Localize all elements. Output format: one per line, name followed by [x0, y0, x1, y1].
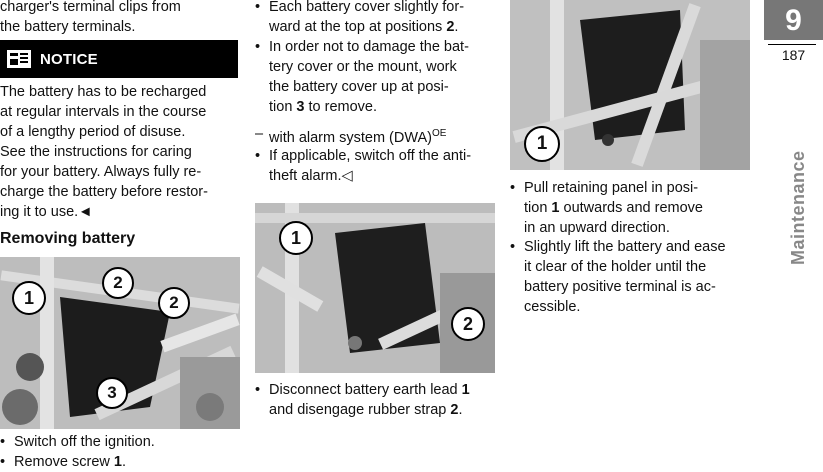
notice-label: NOTICE: [40, 50, 98, 68]
notice-text: The battery has to be recharged at regul…: [0, 82, 245, 222]
text-part: with alarm system (DWA): [269, 129, 432, 146]
callout-1: 1: [279, 221, 313, 255]
notice-line: of a lengthy period of disuse.: [0, 124, 186, 140]
battery-photo-2: 1 2: [255, 203, 495, 373]
step-anti-theft: If applicable, switch off the anti- thef…: [255, 146, 514, 186]
callout-1: 1: [524, 126, 560, 162]
notice-banner: NOTICE: [0, 40, 238, 78]
text-part: .: [122, 454, 127, 470]
text-line: the battery cover up at posi-: [269, 79, 449, 95]
notice-book-icon: [7, 50, 31, 68]
divider: [768, 44, 816, 45]
superscript: OE: [432, 128, 447, 139]
text-line: in an upward direction.: [524, 220, 670, 236]
text-part: Disconnect battery earth lead: [269, 382, 462, 398]
text-line: Each battery cover slightly for-: [269, 0, 465, 15]
notice-line: charge the battery before restor-: [0, 184, 208, 200]
text-part: tion: [524, 200, 552, 216]
section-heading: Removing battery: [0, 230, 136, 247]
step-switch-off: Switch off the ignition.: [0, 432, 254, 452]
ref-number: 2: [450, 402, 459, 418]
text-line: Pull retaining panel in posi-: [524, 180, 699, 196]
text-part: ward at the top at positions: [269, 19, 447, 35]
chapter-number: 9: [785, 4, 802, 37]
text-line: theft alarm.◁: [269, 168, 353, 184]
battery-photo-3: 1: [510, 0, 750, 170]
callout-2: 2: [451, 307, 485, 341]
callout-1: 1: [12, 281, 46, 315]
step-lift-battery: Slightly lift the battery and ease it cl…: [510, 237, 769, 317]
text-part: tion: [269, 99, 297, 115]
text-line: In order not to damage the bat-: [269, 39, 469, 55]
step-cover-forward: Each battery cover slightly for- ward at…: [255, 0, 514, 37]
text-line: cessible.: [524, 299, 581, 315]
notice-line: for your battery. Always fully re-: [0, 164, 202, 180]
ref-number: 1: [461, 382, 470, 398]
text-line: battery positive terminal is ac-: [524, 279, 716, 295]
chapter-tab: [764, 0, 823, 40]
notice-line: The battery has to be recharged: [0, 84, 207, 100]
step-pull-panel: Pull retaining panel in posi- tion 1 out…: [510, 178, 769, 238]
text-line: it clear of the holder until the: [524, 259, 707, 275]
text-part: to remove.: [304, 99, 378, 115]
callout-3: 3: [96, 377, 128, 409]
text-line: the battery terminals.: [0, 19, 136, 35]
step-work-cover-up: In order not to damage the bat- tery cov…: [255, 37, 514, 117]
callout-2: 2: [102, 267, 134, 299]
text-part: .: [458, 402, 463, 418]
ref-number: 1: [113, 454, 122, 470]
step-remove-screw: Remove screw 1.: [0, 452, 254, 472]
callout-2: 2: [158, 287, 190, 319]
text-line: charger's terminal clips from: [0, 0, 181, 15]
section-side-label: Maintenance: [788, 150, 808, 265]
step-disconnect-earth: Disconnect battery earth lead 1 and dise…: [255, 380, 514, 420]
notice-line: See the instructions for caring: [0, 144, 192, 160]
text-part: .: [454, 19, 459, 35]
intro-text: charger's terminal clips from the batter…: [0, 0, 240, 37]
text-part: Remove screw: [14, 454, 114, 470]
dwa-condition: with alarm system (DWA)OE: [255, 124, 514, 148]
text-part: outwards and remove: [559, 200, 703, 216]
ref-number: 1: [551, 200, 560, 216]
text-line: If applicable, switch off the anti-: [269, 148, 472, 164]
ref-number: 2: [446, 19, 455, 35]
text-line: tery cover or the mount, work: [269, 59, 457, 75]
battery-photo-1: 1 2 2 3: [0, 257, 240, 429]
ref-number: 3: [296, 99, 305, 115]
text-line: Slightly lift the battery and ease: [524, 239, 726, 255]
notice-line: ing it to use.◄: [0, 204, 93, 220]
text-part: and disengage rubber strap: [269, 402, 451, 418]
notice-line: at regular intervals in the course: [0, 104, 207, 120]
page-number: 187: [781, 47, 806, 63]
